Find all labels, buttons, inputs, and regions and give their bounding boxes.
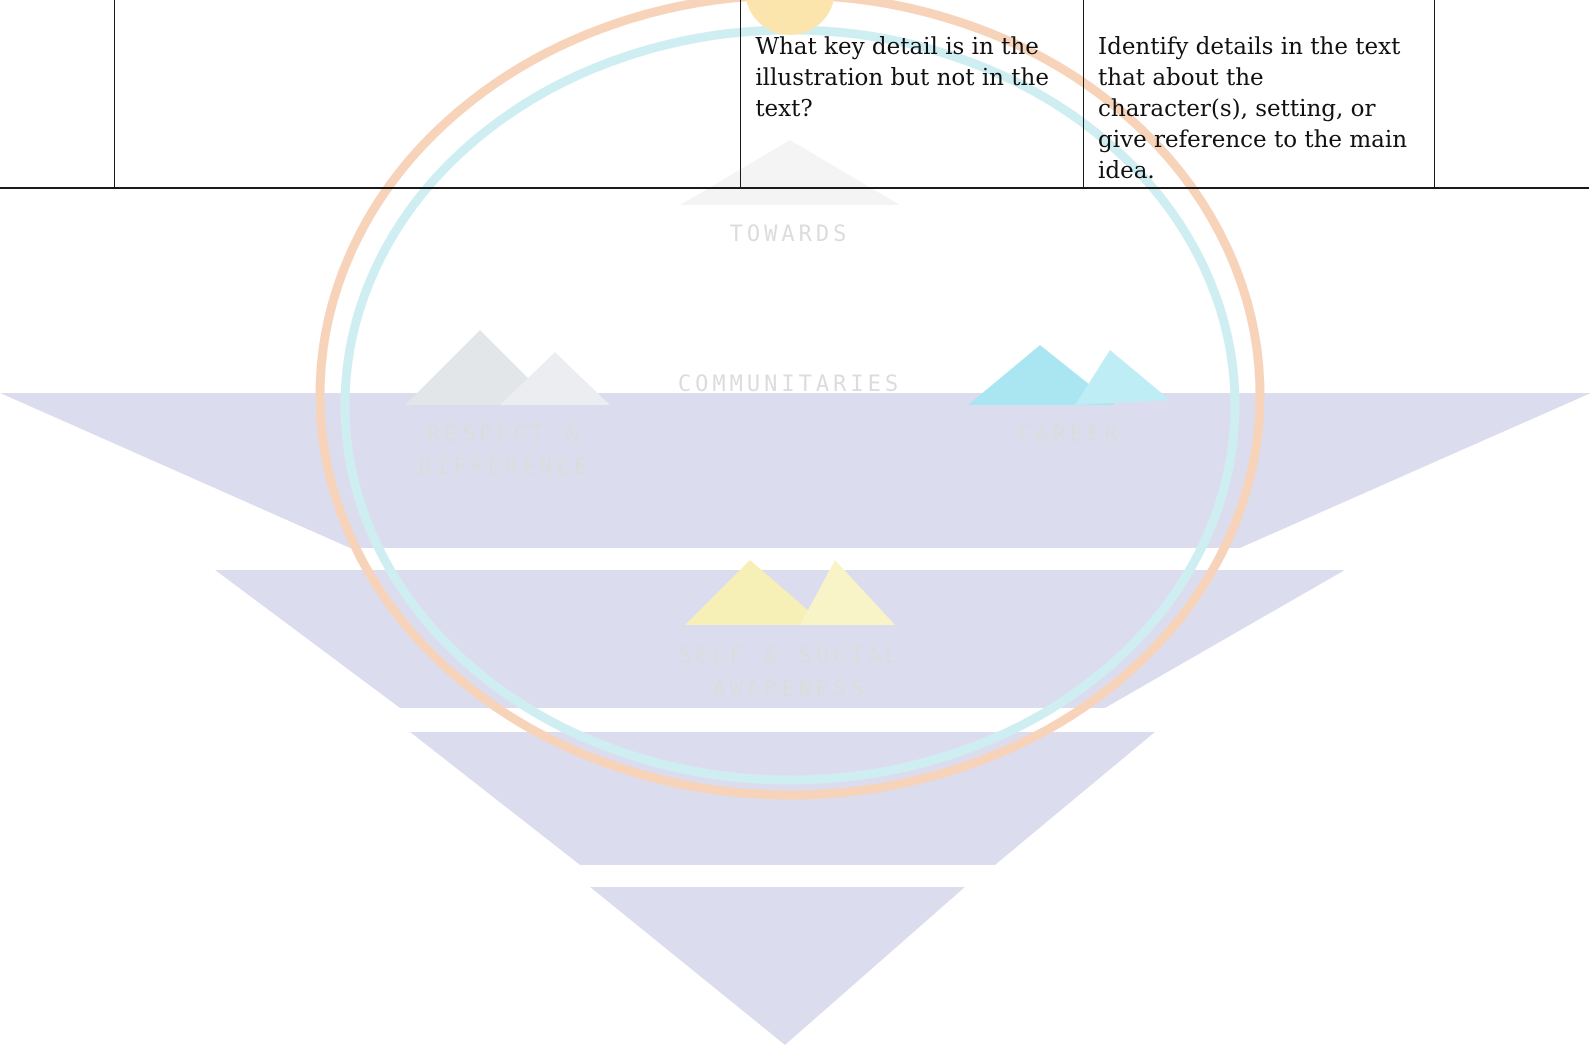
chevron-4 [590,887,965,1045]
worksheet-table: What key detail is in the illustration b… [0,0,1589,189]
question-text: What key detail is in the illustration b… [741,0,1083,125]
table-cell-2 [115,0,741,188]
table-cell-1 [0,0,115,188]
instruction-text: Identify details in the text that about … [1084,0,1434,187]
watermark-label-top: TOWARDS [700,218,880,251]
watermark-label-bottom: SELF & SOCIAL AWARENESS [660,640,920,706]
watermark-label-center: COMMUNITARIES [630,368,950,401]
table-row: What key detail is in the illustration b… [0,0,1589,188]
table-cell-instruction: Identify details in the text that about … [1084,0,1435,188]
watermark-label-left: RESPECT & DIFFERENCE [395,418,615,484]
chevron-stack [0,393,1591,1045]
chevron-1 [0,393,1591,548]
table-cell-question: What key detail is in the illustration b… [741,0,1084,188]
mountain-right-2 [1075,350,1170,405]
table-cell-5 [1434,0,1589,188]
watermark-label-right: CAREER [990,418,1150,451]
